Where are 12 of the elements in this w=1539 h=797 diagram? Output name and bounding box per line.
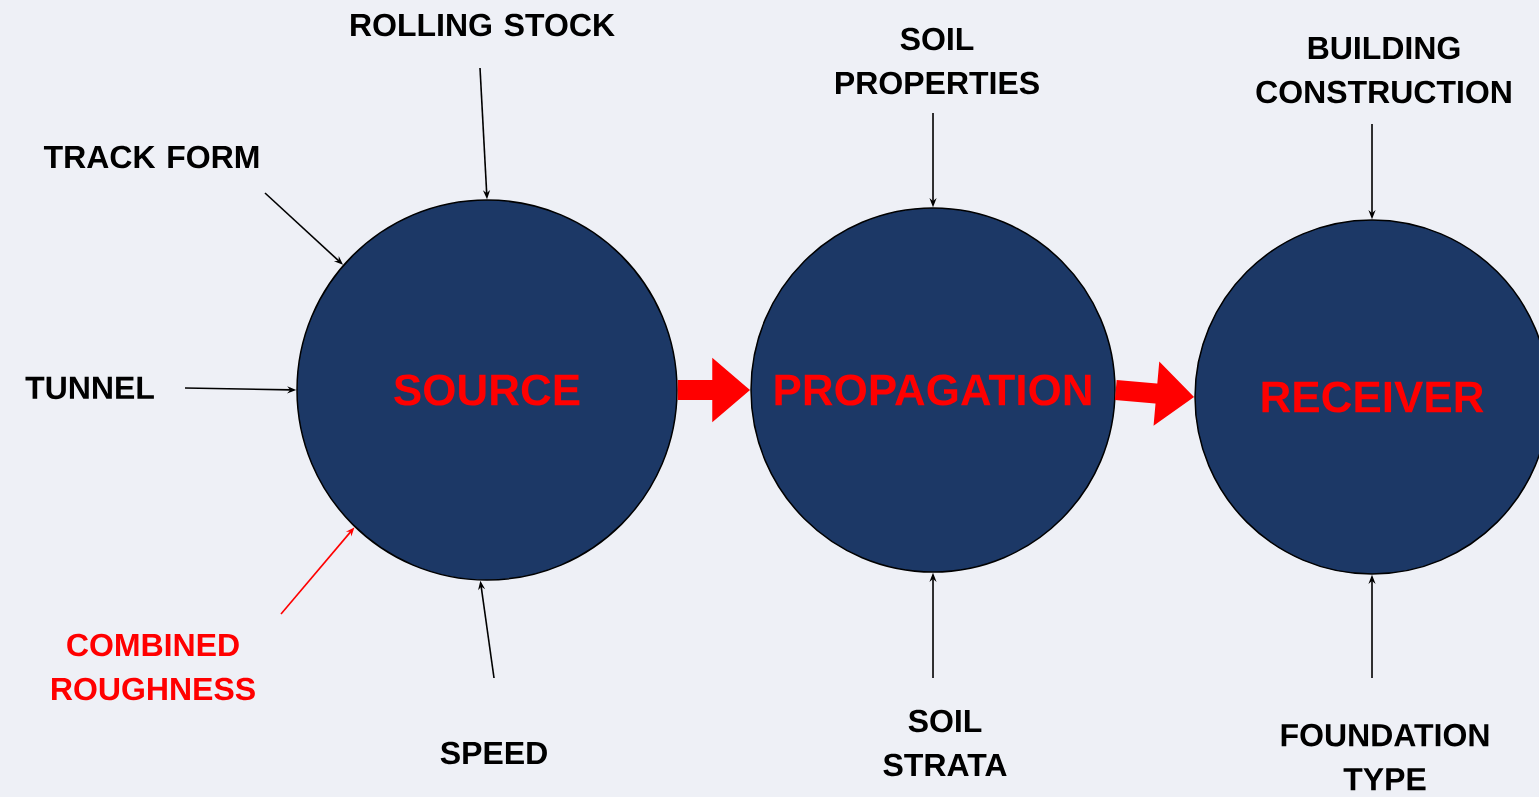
factor-label: TUNNEL — [25, 376, 154, 400]
factor-label: FOUNDATION TYPE — [1281, 723, 1489, 791]
factor-label: SOIL PROPERTIES — [836, 27, 1039, 95]
circle-node: RECEIVER — [1194, 219, 1539, 575]
factor-label: COMBINED ROUGHNESS — [52, 633, 255, 701]
factor-label: ROLLING STOCK — [351, 13, 615, 37]
factor-label: TRACK FORM — [43, 145, 259, 169]
factor-label: SOIL STRATA — [883, 709, 1007, 777]
circle-node: PROPAGATION — [750, 207, 1116, 573]
factor-label: SPEED — [440, 741, 547, 765]
circle-node: SOURCE — [296, 199, 678, 581]
factor-label: BUILDING CONSTRUCTION — [1256, 36, 1511, 104]
